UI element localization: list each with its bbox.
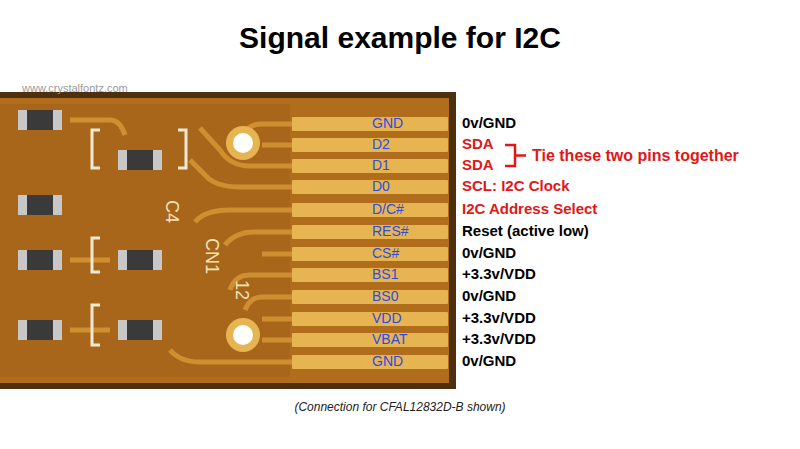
- silkscreen-label: C4: [160, 200, 182, 223]
- signal-name: SDA: [462, 135, 494, 153]
- pin-name: D2: [372, 136, 390, 153]
- signal-name: 0v/GND: [462, 352, 516, 370]
- pin-name: D1: [372, 157, 390, 174]
- signal-name: SDA: [462, 156, 494, 174]
- signal-name: +3.3v/VDD: [462, 309, 536, 327]
- signal-name: I2C Address Select: [462, 200, 597, 218]
- signal-name: SCL: I2C Clock: [462, 177, 570, 195]
- signal-name: 0v/GND: [462, 114, 516, 132]
- diagram-title: Signal example for I2C: [0, 20, 800, 56]
- pin-name: RES#: [372, 223, 409, 240]
- silkscreen-label: 12: [230, 280, 252, 300]
- pin-name: VBAT: [372, 331, 408, 348]
- callout-note: Tie these two pins together: [532, 146, 739, 165]
- pin-name: VDD: [372, 310, 402, 327]
- pin-name: D/C#: [372, 201, 404, 218]
- pin-name: CS#: [372, 245, 399, 262]
- signal-name: +3.3v/VDD: [462, 330, 536, 348]
- pin-name: BS0: [372, 288, 398, 305]
- signal-name: 0v/GND: [462, 244, 516, 262]
- watermark: www.crystalfontz.com: [22, 82, 128, 95]
- signal-name: +3.3v/VDD: [462, 265, 536, 283]
- silkscreen-label: CN1: [200, 238, 222, 274]
- figure-caption: (Connection for CFAL12832D-B shown): [0, 400, 800, 414]
- pin-name: BS1: [372, 266, 398, 283]
- pin-name: GND: [372, 115, 403, 132]
- pin-name: D0: [372, 178, 390, 195]
- callout-bracket: [505, 145, 526, 166]
- signal-name: 0v/GND: [462, 287, 516, 305]
- pin-name: GND: [372, 353, 403, 370]
- signal-name: Reset (active low): [462, 222, 589, 240]
